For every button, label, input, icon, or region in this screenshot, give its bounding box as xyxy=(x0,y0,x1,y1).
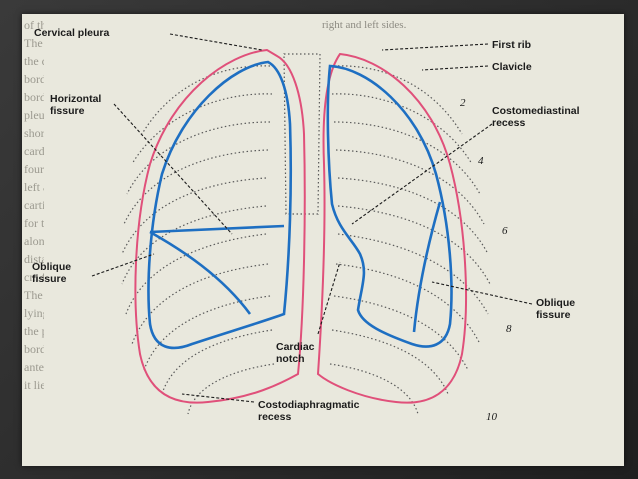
rib-outline xyxy=(337,177,489,255)
rib-outline xyxy=(331,329,449,395)
rib-outline xyxy=(125,233,267,315)
background-text-line: border xyxy=(24,342,44,356)
rib-outline xyxy=(121,177,267,255)
rib-outline xyxy=(123,149,269,225)
rib-outline xyxy=(131,263,269,345)
horizontal-fissure-line xyxy=(149,224,285,234)
background-text-line: fourth xyxy=(24,162,44,176)
right-lung-outline xyxy=(147,60,293,350)
background-text-line: the pl xyxy=(24,324,44,338)
textbook-page-photo: of the c The a the co border border pleura, sh… xyxy=(22,14,624,466)
oblique-fissure-left-line xyxy=(412,201,442,333)
background-text-line: cartilag xyxy=(24,198,44,212)
background-text-left-column: of the c The a the co border border pleura, sh… xyxy=(24,16,44,394)
rib-number-2: 2 xyxy=(460,97,466,109)
background-text-line: distan xyxy=(24,252,44,266)
leader-oblique-fissure-right xyxy=(431,281,533,305)
oblique-fissure-right-line xyxy=(149,230,252,315)
rib-number-6: 6 xyxy=(502,225,508,237)
rib-outline xyxy=(126,121,271,195)
pleural-reflection-left xyxy=(316,52,467,404)
background-text-line: anterio xyxy=(24,360,44,374)
rib-outline xyxy=(337,233,489,315)
rib-outline xyxy=(187,363,275,415)
rib-number-4: 4 xyxy=(478,155,484,167)
leader-oblique-fissure-left xyxy=(91,253,155,277)
pleura-lung-diagram: right and left sides. xyxy=(32,19,580,423)
leader-cervical-pleura xyxy=(169,33,263,51)
background-text-line: border xyxy=(24,90,44,104)
label-first-rib: First rib xyxy=(492,39,531,51)
leader-first-rib xyxy=(381,43,489,51)
background-text-line: it lies xyxy=(24,378,44,392)
rib-outline xyxy=(333,65,463,135)
rib-outline xyxy=(161,329,273,395)
left-lung-outline xyxy=(326,64,453,348)
background-text-line: short o xyxy=(24,126,44,140)
rib-outline xyxy=(143,295,271,371)
label-cervical-pleura: Cervical pleura xyxy=(34,27,109,39)
background-text-line: for th xyxy=(24,216,44,230)
rib-outline xyxy=(121,205,267,285)
rib-outline xyxy=(335,149,485,225)
background-text-line: of the c xyxy=(24,18,44,32)
rib-outline xyxy=(335,263,481,345)
rib-outline xyxy=(333,121,481,195)
leader-costodiaphragmatic-recess xyxy=(181,393,255,403)
label-clavicle: Clavicle xyxy=(492,61,532,73)
leader-cardiac-notch xyxy=(317,261,341,335)
background-text-line: along t xyxy=(24,234,44,248)
background-text-line: The l xyxy=(24,288,44,302)
background-text-line: lying at xyxy=(24,306,44,320)
background-text-line: border xyxy=(24,72,44,86)
background-text-line: the co xyxy=(24,54,44,68)
pleural-reflection-right xyxy=(134,48,306,404)
background-text-line: left and xyxy=(24,180,44,194)
rib-number-8: 8 xyxy=(506,323,512,335)
background-text-line: The a xyxy=(24,36,44,50)
background-text-line: cardia xyxy=(24,144,44,158)
background-text-line: cm fro xyxy=(24,270,44,284)
rib-outline xyxy=(329,363,419,415)
leader-clavicle xyxy=(421,65,489,71)
sternum-outline xyxy=(283,53,321,215)
top-caption: right and left sides. xyxy=(322,19,407,31)
leader-costomediastinal-recess xyxy=(351,123,493,225)
leader-horizontal-fissure xyxy=(113,103,233,235)
background-text-line: pleura, xyxy=(24,108,44,122)
rib-number-10: 10 xyxy=(486,411,498,423)
leader-lines xyxy=(91,33,533,403)
rib-cage-right xyxy=(121,65,275,415)
